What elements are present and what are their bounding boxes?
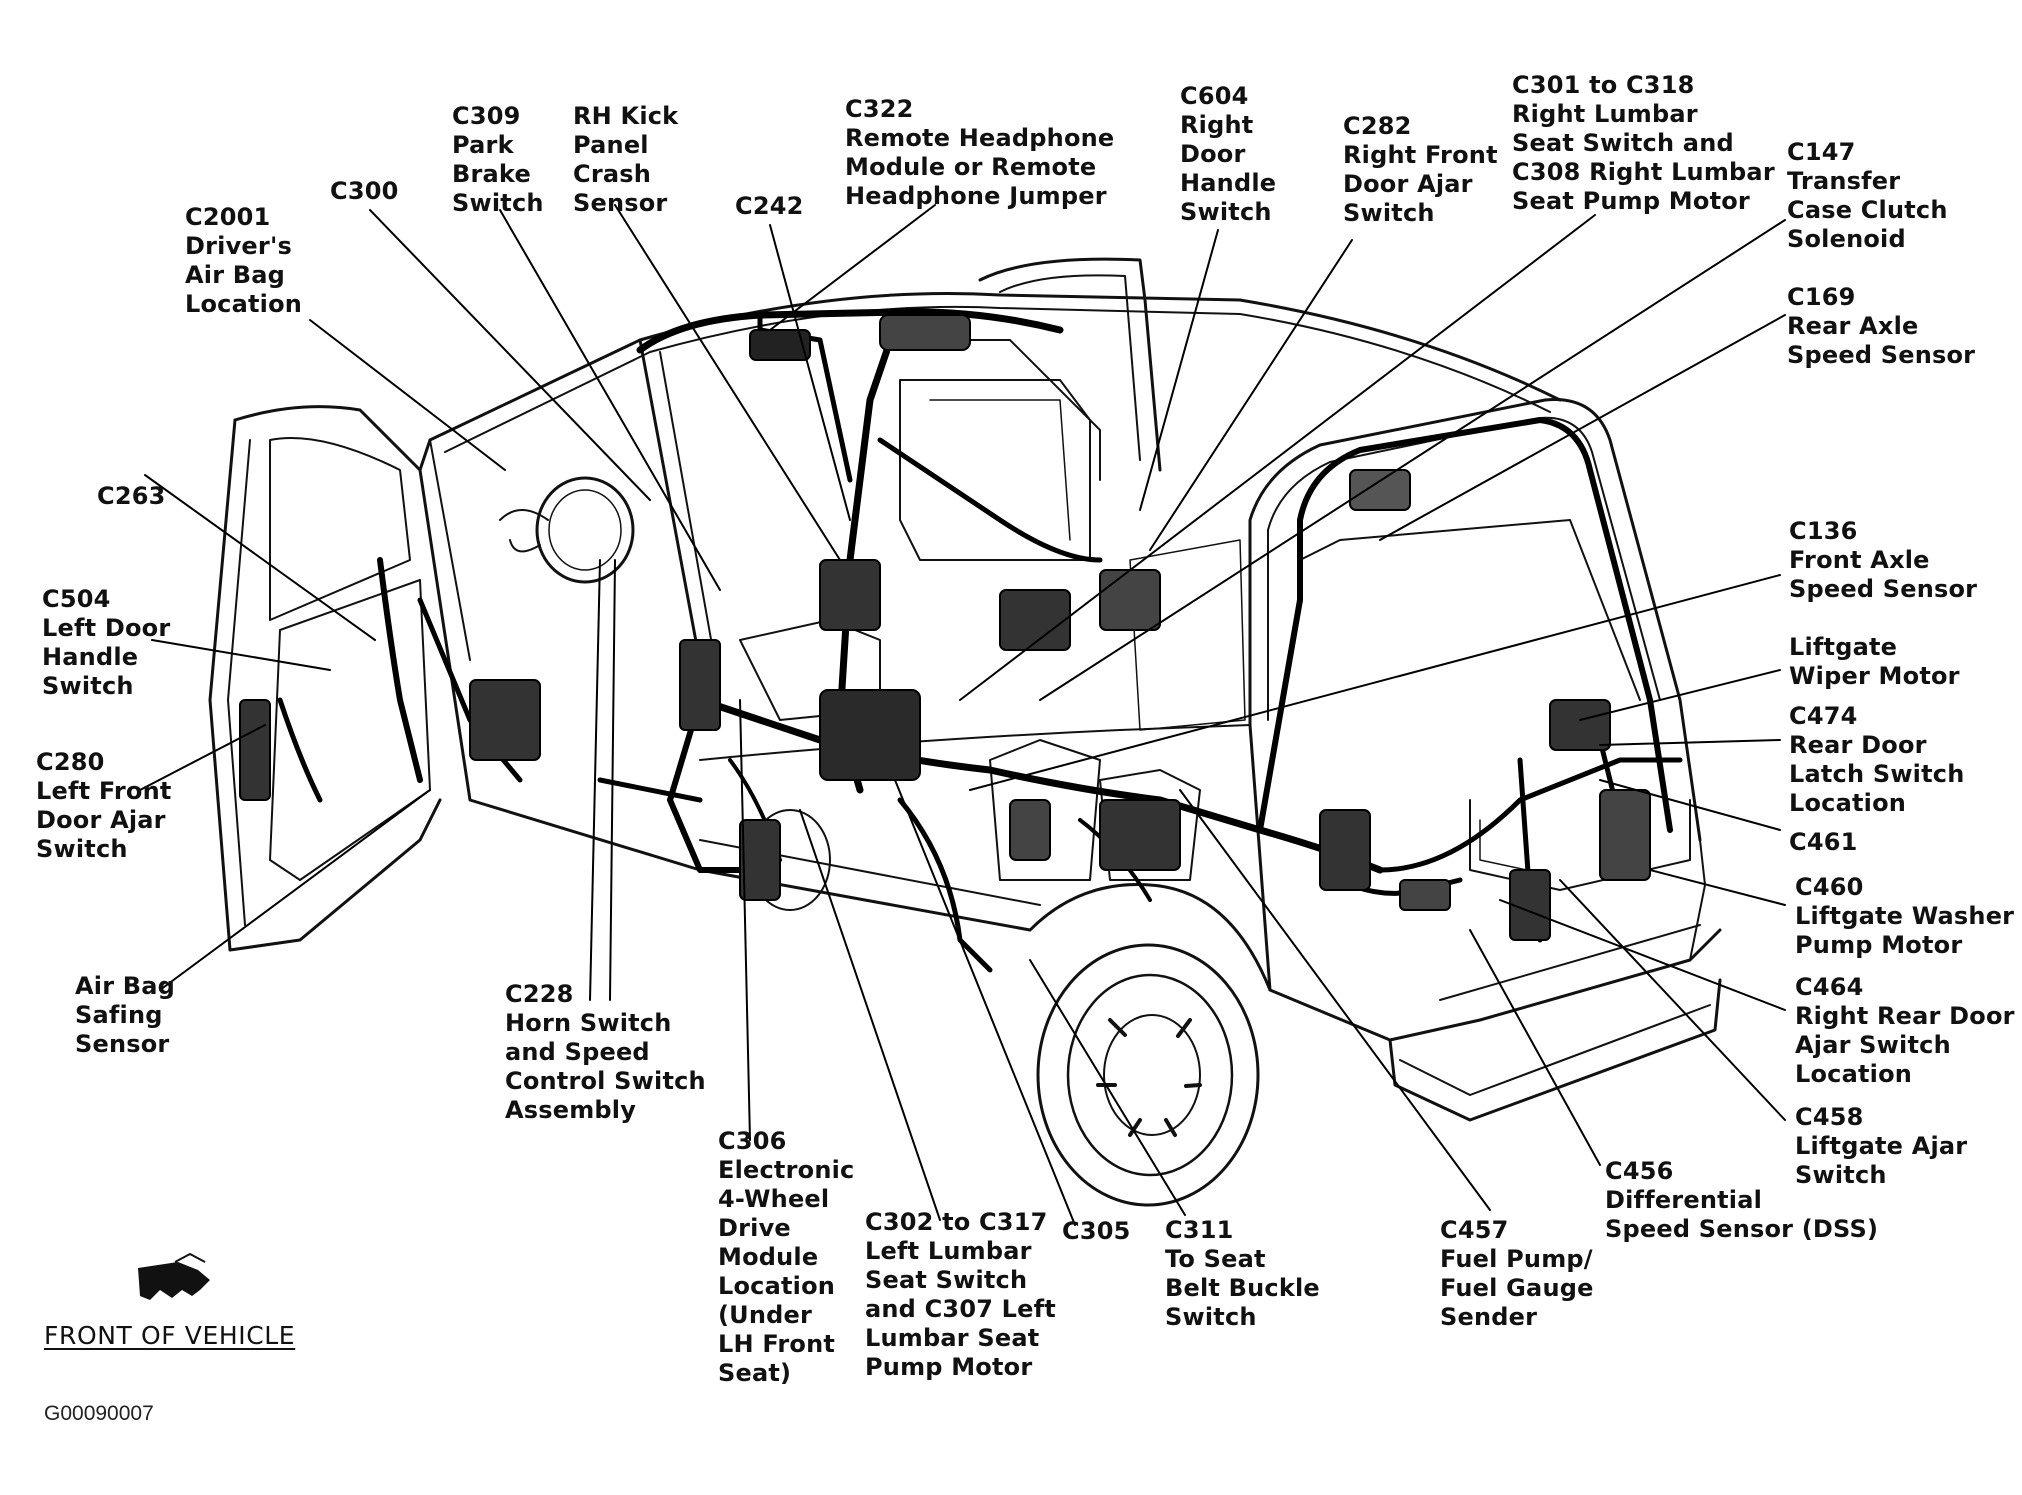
callout-c311: C311 To Seat Belt Buckle Switch	[1165, 1216, 1320, 1331]
leader-lines	[139, 204, 1786, 1226]
callout-c282: C282 Right Front Door Ajar Switch	[1343, 112, 1498, 227]
callout-c456: C456 Differential Speed Sensor (DSS)	[1605, 1157, 1879, 1243]
callout-c464: C464 Right Rear Door Ajar Switch Locatio…	[1795, 973, 2015, 1088]
callout-c147: C147 Transfer Case Clutch Solenoid	[1787, 138, 1948, 253]
callout-c458: C458 Liftgate Ajar Switch	[1795, 1103, 1968, 1189]
callout-c322: C322 Remote Headphone Module or Remote H…	[845, 95, 1115, 210]
figure-id: G00090007	[44, 1402, 154, 1425]
callout-liftgate-wiper-motor: Liftgate Wiper Motor	[1789, 633, 1960, 690]
callout-c461: C461	[1789, 828, 1858, 856]
callout-c136: C136 Front Axle Speed Sensor	[1789, 517, 1978, 603]
connectors	[239, 314, 1651, 941]
callout-c474: C474 Rear Door Latch Switch Location	[1789, 702, 1965, 817]
callout-c280: C280 Left Front Door Ajar Switch	[36, 748, 172, 863]
callout-c301-to-c318: C301 to C318 Right Lumbar Seat Switch an…	[1512, 71, 1775, 215]
callout-c604: C604 Right Door Handle Switch	[1180, 82, 1277, 226]
callout-c300: C300	[330, 177, 399, 205]
front-of-vehicle-label: FRONT OF VEHICLE	[44, 1321, 296, 1350]
vehicle-silhouette-icon	[138, 1252, 210, 1300]
callout-c2001: C2001 Driver's Air Bag Location	[185, 203, 303, 318]
callout-c263: C263	[97, 482, 166, 510]
callout-c302-to-c317: C302 to C317 Left Lumbar Seat Switch and…	[865, 1208, 1056, 1381]
callout-c169: C169 Rear Axle Speed Sensor	[1787, 283, 1976, 369]
callout-c305: C305	[1062, 1217, 1131, 1245]
callout-c309: C309 Park Brake Switch	[452, 102, 544, 217]
callout-c460: C460 Liftgate Washer Pump Motor	[1795, 873, 2015, 959]
vehicle-body	[208, 257, 1722, 1207]
callout-c242: C242	[735, 192, 804, 220]
callout-c457: C457 Fuel Pump/ Fuel Gauge Sender	[1440, 1216, 1594, 1331]
callout-c228: C228 Horn Switch and Speed Control Switc…	[505, 980, 706, 1124]
callout-c504: C504 Left Door Handle Switch	[42, 585, 171, 700]
callout-air-bag-safing-sensor: Air Bag Safing Sensor	[75, 972, 176, 1058]
callout-c306: C306 Electronic 4-Wheel Drive Module Loc…	[718, 1127, 855, 1387]
callout-rh-kick-panel-crash-sensor: RH Kick Panel Crash Sensor	[573, 102, 679, 217]
